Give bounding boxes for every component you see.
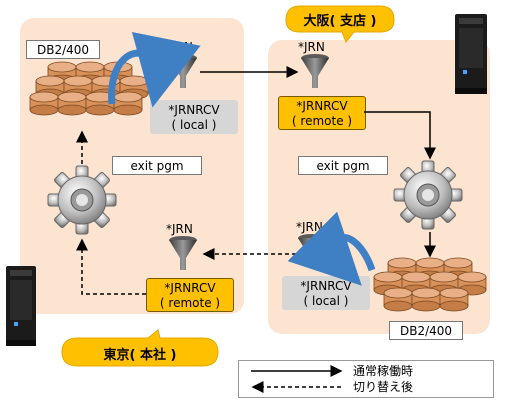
tokyo-jrn-bottom-label: *JRN bbox=[166, 222, 193, 236]
osaka-jrnrcv-remote-box: *JRNRCV ( remote ) bbox=[278, 96, 366, 130]
legend-normal-label: 通常稼働時 bbox=[353, 364, 414, 378]
osaka-label: 大阪( 支店 ) bbox=[303, 14, 377, 29]
legend-solid-line bbox=[251, 365, 343, 393]
tokyo-location-bubble: 東京( 本社 ) bbox=[60, 329, 220, 367]
osaka-jrn-bottom-label: *JRN bbox=[296, 220, 323, 234]
osaka-jrnrcv-local-box: *JRNRCV ( local ) bbox=[282, 276, 370, 310]
tokyo-jrnrcv-local-box: *JRNRCV ( local ) bbox=[150, 100, 238, 134]
tokyo-jrnrcv-remote-box: *JRNRCV ( remote ) bbox=[146, 278, 234, 312]
osaka-location-bubble: 大阪( 支店 ) bbox=[284, 4, 396, 43]
osaka-db-label: DB2/400 bbox=[389, 321, 463, 340]
osaka-exit-pgm-box: exit pgm bbox=[298, 156, 388, 175]
osaka-jrn-top-label: *JRN bbox=[298, 40, 325, 54]
tokyo-db-label: DB2/400 bbox=[26, 40, 100, 59]
tokyo-label: 東京( 本社 ) bbox=[103, 348, 177, 363]
tokyo-exit-pgm-box: exit pgm bbox=[112, 156, 202, 175]
tokyo-jrn-top-label: *JRN bbox=[166, 40, 193, 54]
legend-box: 通常稼働時 切り替え後 bbox=[238, 360, 494, 398]
legend-switched-label: 切り替え後 bbox=[353, 380, 414, 394]
